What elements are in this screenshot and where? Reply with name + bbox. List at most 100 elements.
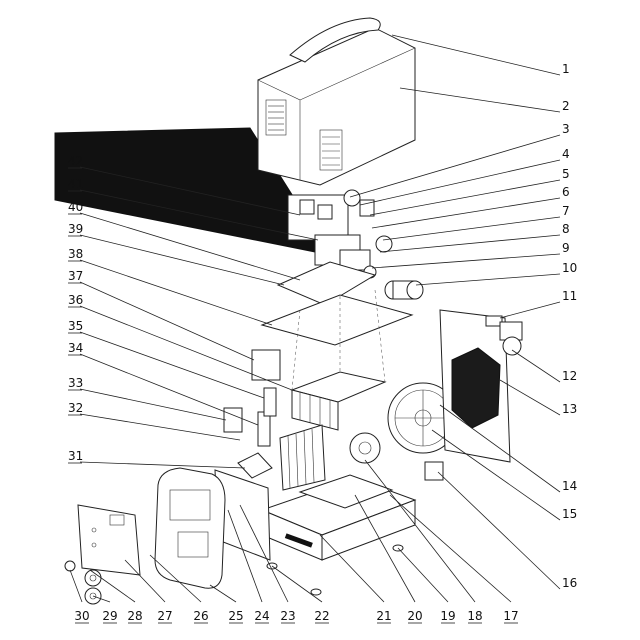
leader-line-5: [369, 179, 561, 216]
leader-line-22: [271, 565, 323, 603]
leader-line-8: [379, 234, 561, 253]
leader-line-28: [89, 569, 136, 603]
callout-35: 35: [68, 319, 83, 333]
callout-20: 20: [407, 609, 422, 623]
leader-line-27: [124, 559, 166, 603]
impeller-18: [349, 432, 381, 464]
callout-26: 26: [193, 609, 208, 623]
leader-line-23: [239, 504, 289, 603]
callout-1: 1: [562, 62, 570, 76]
callout-23: 23: [280, 609, 295, 623]
heatsink-upper: [290, 371, 387, 431]
callout-17: 17: [503, 609, 518, 623]
callout-37: 37: [68, 269, 83, 283]
top-cover-assembly: [257, 17, 416, 186]
bracket-34: [257, 411, 271, 447]
leader-line-39: [79, 234, 285, 286]
explosion-guides: [291, 289, 386, 391]
leader-line-38: [79, 259, 273, 326]
rear-panel: [439, 309, 511, 463]
bracket-33: [223, 407, 243, 433]
cover-vents-right: [319, 129, 343, 171]
front-panel-frame: [154, 467, 226, 589]
leader-line-3: [349, 134, 561, 198]
leader-line-40: [79, 212, 301, 281]
callout-13: 13: [562, 402, 577, 416]
board-39: [260, 294, 414, 346]
capacitor-10: [384, 280, 424, 300]
transformer-37: [251, 349, 281, 381]
leader-lines: [69, 34, 561, 603]
callout-9: 9: [562, 241, 570, 255]
leader-line-34: [79, 353, 259, 426]
switch-16: [424, 461, 444, 481]
leader-line-26: [149, 554, 202, 603]
callout-4: 4: [562, 147, 570, 161]
leader-line-35: [79, 331, 265, 399]
callout-40: 40: [68, 200, 83, 214]
leader-line-32: [79, 413, 241, 441]
callout-10: 10: [562, 261, 577, 275]
leader-line-1: [391, 34, 561, 76]
callout-25: 25: [228, 609, 243, 623]
cover-vents-left: [265, 99, 287, 136]
callout-34: 34: [68, 341, 83, 355]
leader-line-17: [389, 494, 512, 603]
callout-29: 29: [102, 609, 117, 623]
callout-27: 27: [157, 609, 172, 623]
heatsink-lower: [279, 424, 326, 491]
leader-line-15: [431, 429, 561, 521]
callout-7: 7: [562, 204, 570, 218]
callout-6: 6: [562, 185, 570, 199]
leader-line-9: [371, 253, 561, 269]
callout-42: 42: [68, 154, 83, 168]
callout-39: 39: [68, 222, 83, 236]
callout-38: 38: [68, 247, 83, 261]
callout-12: 12: [562, 369, 577, 383]
leader-line-10: [415, 273, 561, 286]
callout-28: 28: [127, 609, 142, 623]
leader-line-41: [79, 189, 319, 241]
leader-line-7: [382, 216, 561, 241]
leader-line-4: [359, 159, 561, 206]
leader-line-37: [79, 281, 255, 361]
callout-15: 15: [562, 507, 577, 521]
impeller-hub: [358, 441, 372, 455]
leader-line-14: [439, 404, 561, 493]
callout-30: 30: [74, 609, 89, 623]
callout-11: 11: [562, 289, 577, 303]
small-fan-31: [237, 452, 273, 479]
front-control-panel: [77, 504, 141, 576]
callout-33: 33: [68, 376, 83, 390]
leader-line-19: [397, 547, 449, 603]
callout-14: 14: [562, 479, 577, 493]
leader-line-13: [499, 379, 561, 416]
leader-line-25: [209, 584, 237, 603]
callout-22: 22: [314, 609, 329, 623]
leader-line-30: [69, 569, 83, 603]
base-chassis: [260, 474, 417, 561]
callout-19: 19: [440, 609, 455, 623]
leader-line-24: [227, 509, 263, 603]
leader-line-16: [437, 471, 561, 590]
callout-16: 16: [562, 576, 577, 590]
callout-41: 41: [68, 177, 83, 191]
leader-line-42: [79, 166, 301, 216]
leader-line-12: [511, 349, 561, 383]
callout-18: 18: [467, 609, 482, 623]
callout-labels: 1234567891011121314151617181920212223242…: [68, 62, 577, 624]
leader-line-20: [354, 494, 416, 603]
leader-line-36: [79, 305, 293, 391]
callout-8: 8: [562, 222, 570, 236]
callout-5: 5: [562, 167, 570, 181]
callout-31: 31: [68, 449, 83, 463]
leader-line-6: [371, 197, 561, 229]
main-pcb: [276, 261, 377, 306]
leader-line-11: [499, 301, 561, 319]
callout-24: 24: [254, 609, 269, 623]
leader-line-21: [319, 534, 385, 603]
callout-36: 36: [68, 293, 83, 307]
rear-fittings: [485, 315, 523, 356]
leader-line-33: [79, 388, 227, 421]
